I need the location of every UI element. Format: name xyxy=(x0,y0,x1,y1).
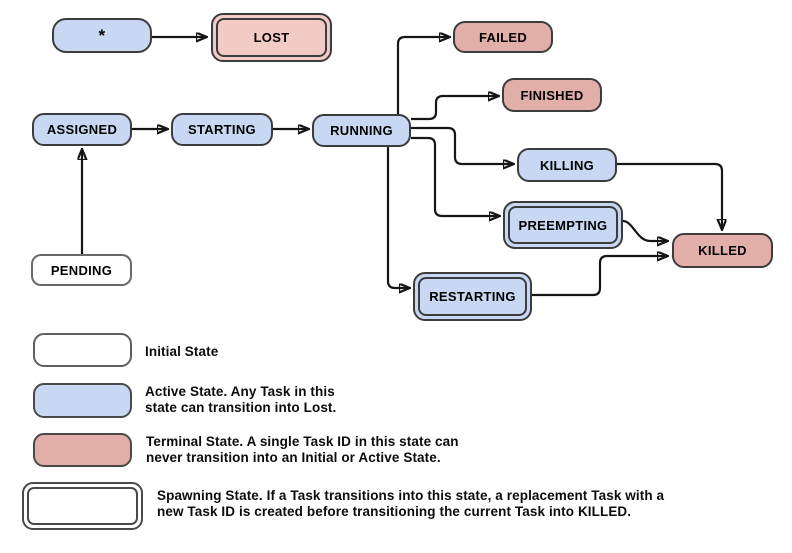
state-starting: STARTING xyxy=(171,113,273,146)
edge-running-to-restarting xyxy=(386,147,409,288)
state-preempting-label: PREEMPTING xyxy=(518,217,608,233)
state-star: * xyxy=(52,18,152,53)
edge-running-to-finished xyxy=(411,96,498,121)
state-starting-label: STARTING xyxy=(188,122,256,137)
state-lost: LOST xyxy=(211,13,332,62)
edge-running-to-preempting xyxy=(411,136,499,216)
state-restarting-inner-border: RESTARTING xyxy=(418,277,527,316)
state-assigned-label: ASSIGNED xyxy=(46,122,118,137)
state-pending: PENDING xyxy=(31,254,132,286)
state-assigned: ASSIGNED xyxy=(32,113,132,146)
state-finished: FINISHED xyxy=(502,78,602,112)
legend-label-active: Active State. Any Task in this state can… xyxy=(145,384,337,415)
state-preempting: PREEMPTING xyxy=(503,201,623,249)
legend-label-spawning: Spawning State. If a Task transitions in… xyxy=(157,488,665,519)
state-finished-label: FINISHED xyxy=(520,87,584,103)
state-killing-label: KILLING xyxy=(539,157,595,173)
legend-swatch-terminal xyxy=(33,433,132,467)
legend-swatch-initial xyxy=(33,333,132,367)
edge-preempting-to-killed xyxy=(622,219,667,241)
edge-running-to-failed xyxy=(396,37,449,114)
edge-running-to-killing xyxy=(411,126,513,164)
state-killed: KILLED xyxy=(672,233,773,268)
edge-restarting-to-killed xyxy=(532,256,667,297)
state-preempting-inner-border: PREEMPTING xyxy=(508,206,618,244)
state-failed: FAILED xyxy=(453,21,553,53)
legend-swatch-spawning-inner xyxy=(27,487,138,525)
edge-killing-to-killed xyxy=(617,162,722,229)
legend-label-terminal: Terminal State. A single Task ID in this… xyxy=(146,434,459,465)
legend-label-initial: Initial State xyxy=(145,344,219,359)
state-lost-label: LOST xyxy=(253,30,290,45)
state-lost-inner-border: LOST xyxy=(216,18,327,57)
state-restarting-label: RESTARTING xyxy=(429,289,516,304)
state-running-label: RUNNING xyxy=(330,123,393,138)
state-star-label: * xyxy=(98,25,106,45)
state-pending-label: PENDING xyxy=(50,262,113,278)
legend-swatch-active xyxy=(33,383,132,418)
legend-swatch-spawning xyxy=(22,482,143,530)
state-failed-label: FAILED xyxy=(478,29,528,45)
state-killing: KILLING xyxy=(517,148,617,182)
state-restarting: RESTARTING xyxy=(413,272,532,321)
state-killed-label: KILLED xyxy=(698,243,747,258)
state-running: RUNNING xyxy=(312,114,411,147)
